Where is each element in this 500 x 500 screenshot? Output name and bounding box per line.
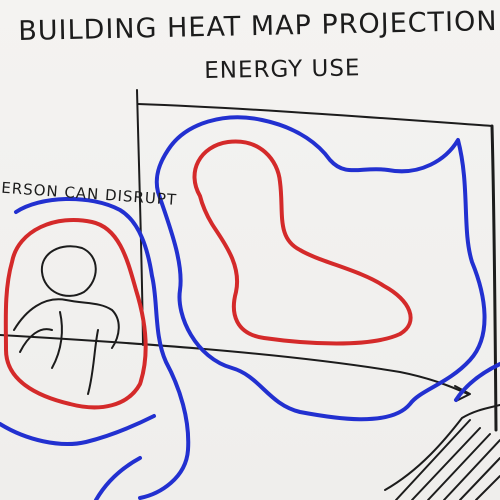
heat-contour-red-person bbox=[3, 217, 148, 410]
building-floor-line bbox=[0, 334, 469, 395]
heat-contour-blue-building bbox=[154, 115, 487, 422]
heat-contour-red-inner-building bbox=[192, 139, 413, 346]
hatch-line bbox=[475, 475, 500, 500]
hatch-line bbox=[395, 419, 471, 500]
person-head bbox=[40, 245, 97, 297]
ground-line bbox=[384, 404, 500, 491]
heat-contour-blue-right bbox=[454, 362, 500, 402]
sketch-subtitle: Energy use bbox=[204, 55, 361, 84]
person-arm bbox=[19, 311, 63, 369]
person-body bbox=[13, 298, 120, 395]
hatch-line bbox=[443, 439, 500, 500]
hatch-line bbox=[427, 433, 491, 500]
entry-arrow bbox=[454, 385, 471, 402]
hatch-line bbox=[411, 427, 481, 500]
heat-contour-blue-lower bbox=[94, 456, 142, 500]
heat-contour-blue-outer bbox=[0, 196, 191, 500]
hatch-line bbox=[459, 457, 500, 500]
building-right-wall bbox=[490, 124, 498, 432]
building-roof-line bbox=[137, 103, 493, 127]
